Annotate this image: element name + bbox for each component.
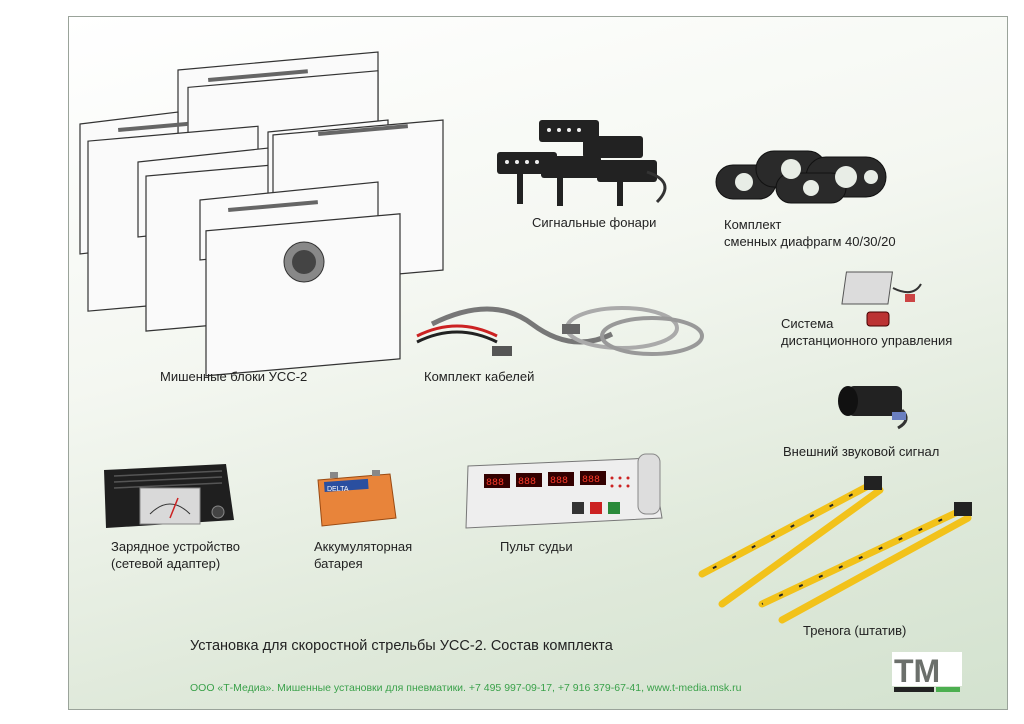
remote-control-label-line2: дистанционного управления <box>781 333 953 348</box>
battery-label-line1: Аккумуляторная <box>314 539 413 554</box>
display-1: 888 <box>486 478 504 489</box>
battery-image: DELTA <box>317 470 397 527</box>
judge-panel-image: 888 888 888 888 <box>465 453 663 529</box>
battery-label-line2: батарея <box>314 556 363 571</box>
display-4: 888 <box>582 475 600 486</box>
tm-logo: ТМ <box>892 652 962 692</box>
tripods-image <box>698 476 972 624</box>
buzzer-label: Внешний звуковой сигнал <box>783 444 940 459</box>
charger-image <box>104 464 234 528</box>
logo-text: ТМ <box>894 653 940 689</box>
signal-lights-image <box>497 120 667 206</box>
target-blocks-label: Мишенные блоки УСС-2 <box>160 369 308 384</box>
charger-label-line2: (сетевой адаптер) <box>111 556 221 571</box>
remote-control-label-line1: Система <box>781 316 834 331</box>
tripod-label: Тренога (штатив) <box>803 623 907 638</box>
signal-lights-label: Сигнальные фонари <box>532 215 657 230</box>
diaphragms-label-line2: сменных диафрагм 40/30/20 <box>724 234 896 249</box>
charger-label-line1: Зарядное устройство <box>111 539 241 554</box>
page-title: Установка для скоростной стрельбы УСС-2.… <box>190 638 613 654</box>
judge-panel-label: Пульт судьи <box>500 539 573 554</box>
diaphragms-label-line1: Комплект <box>724 217 782 232</box>
footer-contacts: ООО «Т-Медиа». Мишенные установки для пн… <box>190 682 742 694</box>
cables-image <box>416 306 704 356</box>
diaphragms-image <box>715 150 887 204</box>
display-2: 888 <box>518 477 536 488</box>
target-blocks-image <box>79 51 444 377</box>
remote-control-image <box>841 271 922 327</box>
buzzer-image <box>838 386 908 430</box>
cables-label: Комплект кабелей <box>424 369 535 384</box>
battery-brand: DELTA <box>327 486 349 493</box>
display-3: 888 <box>550 476 568 487</box>
